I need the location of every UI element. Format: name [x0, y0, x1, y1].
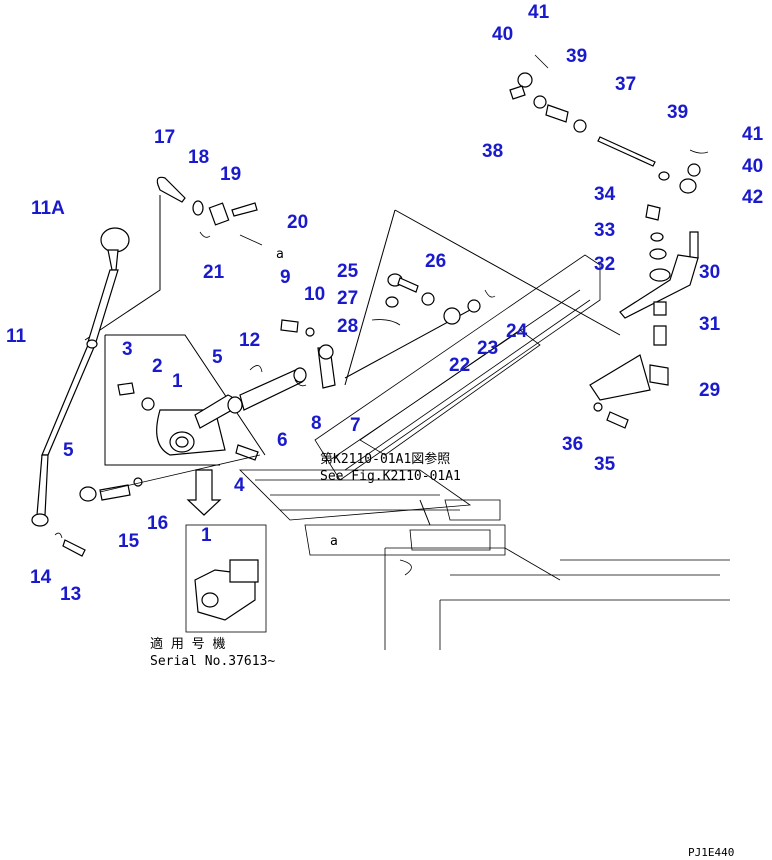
- callout-2: 2: [152, 356, 163, 377]
- callout-36: 36: [562, 434, 583, 455]
- callout-30: 30: [699, 262, 720, 283]
- callout-6: 6: [277, 430, 288, 451]
- callout-29: 29: [699, 380, 720, 401]
- bracket-assembly: [54, 365, 307, 557]
- callout-27: 27: [337, 288, 358, 309]
- callout-11: 11: [6, 326, 27, 347]
- lever-30-group: [589, 204, 699, 429]
- callout-33: 33: [594, 220, 615, 241]
- shift-lever-11: [31, 227, 130, 527]
- callout-41-top: 41: [528, 2, 550, 23]
- callout-5-right: 5: [212, 347, 223, 368]
- callout-23: 23: [477, 338, 498, 359]
- callout-19: 19: [220, 164, 241, 185]
- leader-lines: [84, 195, 621, 526]
- serial-note-jp: 適 用 号 機: [150, 636, 225, 652]
- callout-40-top: 40: [492, 24, 513, 45]
- callout-22: 22: [449, 355, 470, 376]
- callout-12: 12: [239, 330, 260, 351]
- callout-34: 34: [594, 184, 616, 205]
- callout-40-right: 40: [742, 156, 763, 177]
- drawing-code: PJ1E440: [688, 846, 734, 859]
- callout-1-main: 1: [172, 371, 183, 392]
- callout-15: 15: [118, 531, 140, 552]
- callout-11a: 11A: [31, 198, 65, 219]
- callout-4: 4: [234, 475, 245, 496]
- upper-rod-group: [509, 54, 709, 194]
- callout-13: 13: [60, 584, 81, 605]
- see-fig-note-en: See Fig.K2110-01A1: [320, 469, 461, 484]
- callout-7: 7: [350, 415, 361, 436]
- callout-35: 35: [594, 454, 616, 475]
- callout-39-right: 39: [667, 102, 688, 123]
- callout-24: 24: [506, 321, 528, 342]
- callout-38: 38: [482, 141, 503, 162]
- machine-body-outline: [239, 254, 730, 650]
- callout-1-inset: 1: [201, 525, 212, 546]
- lever-knob-11a: [100, 227, 130, 253]
- callout-8: 8: [311, 413, 322, 434]
- callout-5-left: 5: [63, 440, 74, 461]
- rod-17-group: [156, 176, 263, 246]
- callout-21: 21: [203, 262, 225, 283]
- callout-41-right: 41: [742, 124, 764, 145]
- callout-3: 3: [122, 339, 133, 360]
- callout-17: 17: [154, 127, 175, 148]
- callout-18: 18: [188, 147, 209, 168]
- ref-mark-a-lower: a: [330, 534, 338, 549]
- callout-32: 32: [594, 254, 615, 275]
- callout-26: 26: [425, 251, 446, 272]
- callout-16: 16: [147, 513, 168, 534]
- callout-10: 10: [304, 284, 325, 305]
- callouts: 41 40 39 37 38 39 41 40 42 34 33 32 30 3…: [6, 2, 764, 605]
- callout-9: 9: [280, 267, 291, 288]
- callout-39-top: 39: [566, 46, 587, 67]
- callout-31: 31: [699, 314, 721, 335]
- serial-note-en: Serial No.37613~: [150, 654, 275, 669]
- rod-22-28-group: [371, 273, 496, 326]
- callout-28: 28: [337, 316, 358, 337]
- ref-mark-a-upper: a: [276, 247, 284, 262]
- callout-25: 25: [337, 261, 359, 282]
- link-parts-7-10: [280, 319, 336, 389]
- callout-14: 14: [30, 567, 52, 588]
- callout-37: 37: [615, 74, 636, 95]
- callout-42: 42: [742, 187, 763, 208]
- see-fig-note-jp: 第K2110-01A1図参照: [320, 451, 450, 467]
- callout-20: 20: [287, 212, 308, 233]
- inset-box: [185, 469, 267, 633]
